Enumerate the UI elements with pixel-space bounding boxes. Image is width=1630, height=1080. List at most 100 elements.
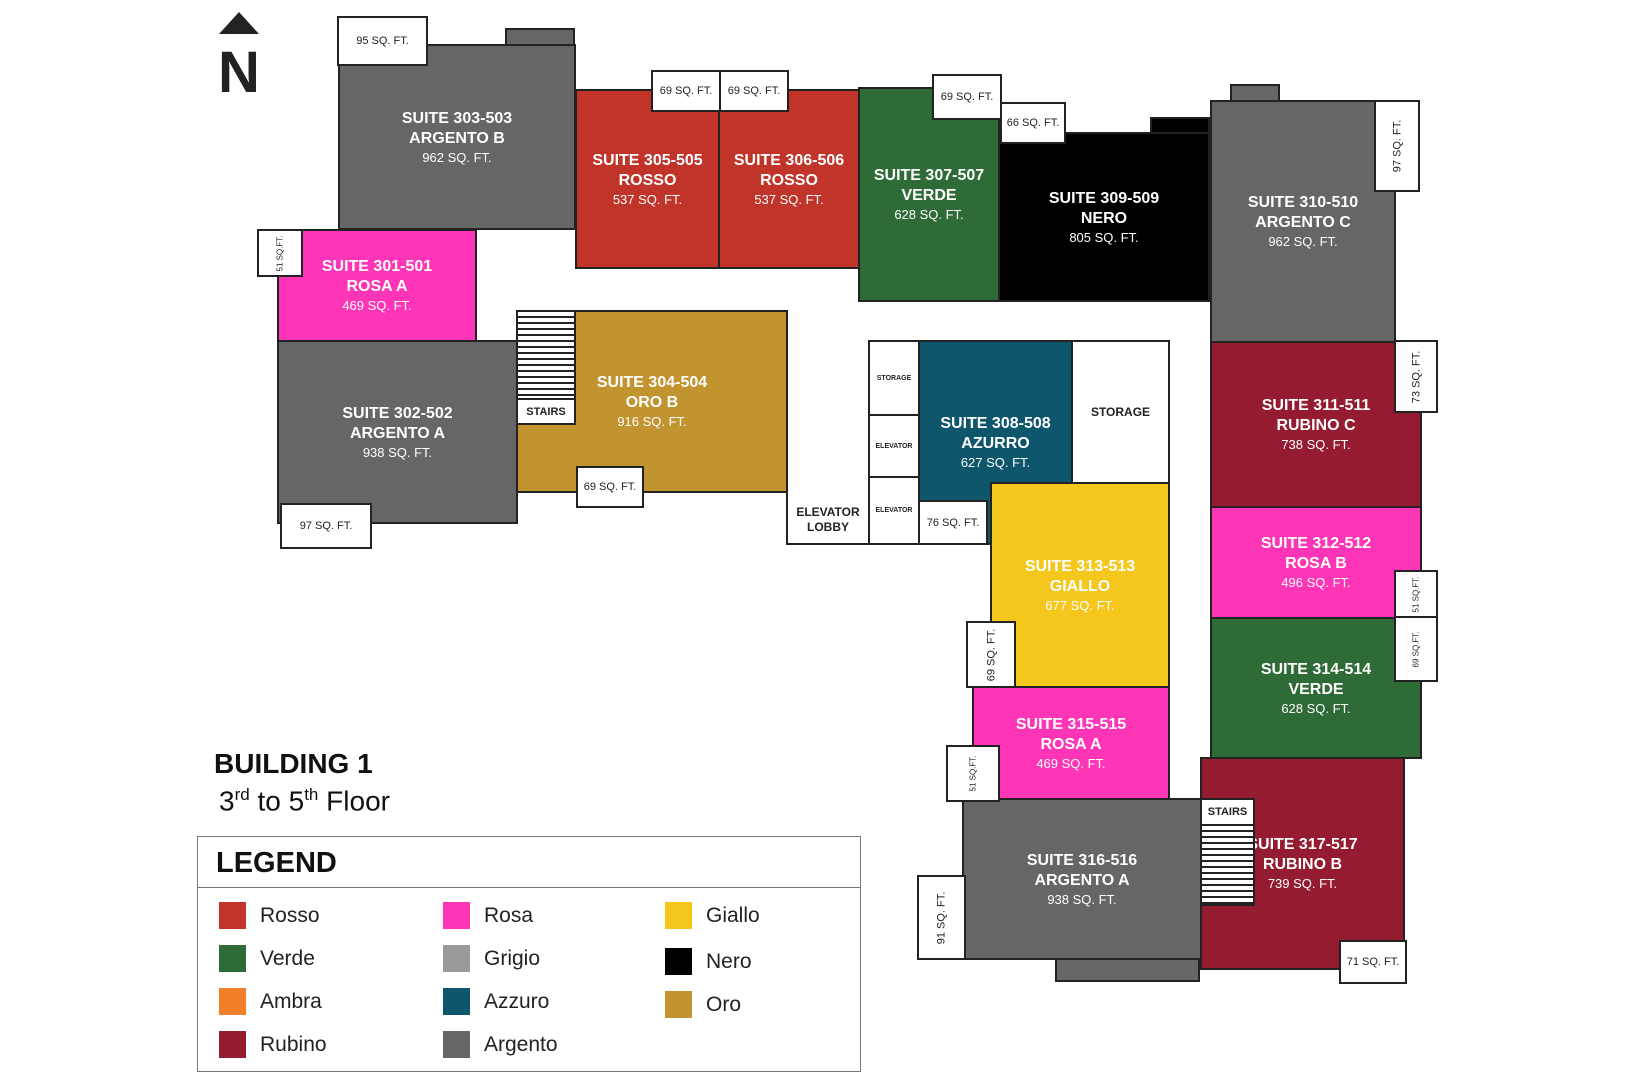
suite-316[interactable]: SUITE 316-516 ARGENTO A 938 SQ. FT. bbox=[962, 798, 1202, 960]
building-title: BUILDING 1 bbox=[214, 748, 373, 779]
legend-item-verde: Verde bbox=[219, 945, 315, 972]
swatch-icon bbox=[665, 948, 692, 975]
north-label: N bbox=[218, 40, 260, 94]
suite-312[interactable]: SUITE 312-512 ROSA B 496 SQ. FT. bbox=[1210, 506, 1422, 619]
suite-name: VERDE bbox=[1288, 680, 1344, 698]
stairs-west-graphic bbox=[516, 310, 576, 400]
swatch-icon bbox=[443, 945, 470, 972]
suite-area: 537 SQ. FT. bbox=[612, 191, 683, 207]
legend-title: LEGEND bbox=[216, 847, 337, 879]
swatch-icon bbox=[219, 988, 246, 1015]
legend: LEGEND Rosso Verde Ambra Rubino Rosa Gri… bbox=[197, 836, 861, 1072]
room-95: 95 SQ. FT. bbox=[337, 16, 428, 66]
room-69-f: 69 SQ. FT. bbox=[966, 621, 1016, 688]
room-71: 71 SQ. FT. bbox=[1339, 940, 1407, 984]
suite-title: SUITE 308-508 bbox=[940, 415, 1051, 432]
suite-area: 739 SQ. FT. bbox=[1267, 876, 1338, 891]
suite-name: ROSA B bbox=[1285, 555, 1347, 572]
suite-title: SUITE 306-506 bbox=[733, 151, 845, 169]
suite-309[interactable]: SUITE 309-509 NERO 805 SQ. FT. bbox=[998, 132, 1210, 302]
suite-title: SUITE 302-502 bbox=[342, 404, 453, 422]
suite-315[interactable]: SUITE 315-515 ROSA A 469 SQ. FT. bbox=[972, 686, 1170, 800]
suite-area: 938 SQ. FT. bbox=[1047, 891, 1117, 907]
swatch-icon bbox=[219, 945, 246, 972]
room-51-c: 51 SQ.FT. bbox=[946, 745, 1000, 802]
suite-301[interactable]: SUITE 301-501 ROSA A 469 SQ. FT. bbox=[277, 229, 477, 342]
storage-large: STORAGE bbox=[1071, 340, 1170, 484]
suite-name: ARGENTO A bbox=[1034, 871, 1130, 889]
legend-item-azzuro: Azzuro bbox=[443, 988, 549, 1015]
room-69-e: 69 SQ.FT. bbox=[1394, 616, 1438, 682]
suite-title: SUITE 316-516 bbox=[1026, 851, 1138, 869]
suite-309-notch bbox=[1150, 117, 1210, 133]
suite-name: ARGENTO C bbox=[1255, 214, 1351, 231]
elevator-1: ELEVATOR bbox=[868, 414, 920, 478]
room-91: 91 SQ. FT. bbox=[917, 875, 966, 960]
room-69-d: 69 SQ. FT. bbox=[576, 466, 644, 508]
suite-area: 962 SQ. FT. bbox=[1268, 234, 1338, 249]
suite-311[interactable]: SUITE 311-511 RUBINO C 738 SQ. FT. bbox=[1210, 341, 1422, 508]
elevator-lobby-label: ELEVATOR LOBBY bbox=[796, 505, 860, 534]
legend-item-rubino: Rubino bbox=[219, 1031, 327, 1058]
suite-area: 628 SQ. FT. bbox=[1281, 700, 1351, 716]
suite-title: SUITE 304-504 bbox=[596, 374, 708, 391]
suite-area: 916 SQ. FT. bbox=[617, 414, 687, 429]
legend-item-rosa: Rosa bbox=[443, 902, 533, 929]
suite-name: VERDE bbox=[901, 187, 957, 204]
suite-310[interactable]: SUITE 310-510 ARGENTO C 962 SQ. FT. bbox=[1210, 100, 1396, 343]
suite-area: 469 SQ. FT. bbox=[1036, 755, 1106, 771]
suite-name: NERO bbox=[1080, 209, 1128, 227]
suite-area: 537 SQ. FT. bbox=[754, 191, 824, 207]
elevator-lobby bbox=[786, 491, 870, 545]
suite-title: SUITE 311-511 bbox=[1261, 397, 1371, 414]
suite-title: SUITE 303-503 bbox=[401, 109, 513, 127]
suite-name: ORO B bbox=[625, 394, 679, 411]
room-51-a: 51 SQ.FT. bbox=[257, 229, 303, 277]
suite-area: 962 SQ. FT. bbox=[422, 149, 492, 165]
elevator-2: ELEVATOR bbox=[868, 476, 920, 545]
suite-area: 627 SQ. FT. bbox=[960, 455, 1031, 470]
suite-305[interactable]: SUITE 305-505 ROSSO 537 SQ. FT. bbox=[575, 89, 720, 269]
suite-name: ROSA A bbox=[1040, 735, 1102, 753]
floor-range: 3rd to 5th Floor bbox=[219, 785, 390, 817]
suite-name: ROSSO bbox=[618, 171, 677, 189]
suite-name: ARGENTO B bbox=[409, 129, 505, 147]
suite-title: SUITE 312-512 bbox=[1260, 535, 1372, 552]
suite-302[interactable]: SUITE 302-502 ARGENTO A 938 SQ. FT. bbox=[277, 340, 518, 524]
room-69-b: 69 SQ. FT. bbox=[719, 70, 789, 112]
stairs-west-label: STAIRS bbox=[516, 398, 576, 425]
suite-area: 938 SQ. FT. bbox=[362, 444, 433, 460]
swatch-icon bbox=[665, 902, 692, 929]
suite-name: ARGENTO A bbox=[349, 424, 446, 442]
suite-name: ROSSO bbox=[760, 171, 818, 189]
suite-313[interactable]: SUITE 313-513 GIALLO 677 SQ. FT. bbox=[990, 482, 1170, 688]
suite-area: 496 SQ. FT. bbox=[1281, 575, 1351, 590]
suite-area: 469 SQ. FT. bbox=[342, 298, 412, 313]
north-arrow: N bbox=[217, 12, 261, 105]
suite-306[interactable]: SUITE 306-506 ROSSO 537 SQ. FT. bbox=[718, 89, 860, 269]
swatch-icon bbox=[219, 1031, 246, 1058]
suite-title: SUITE 313-513 bbox=[1024, 557, 1136, 575]
room-97-east: 97 SQ. FT. bbox=[1374, 100, 1420, 192]
room-76: 76 SQ. FT. bbox=[918, 500, 988, 545]
suite-title: SUITE 305-505 bbox=[592, 151, 703, 169]
legend-item-grigio: Grigio bbox=[443, 945, 540, 972]
suite-314[interactable]: SUITE 314-514 VERDE 628 SQ. FT. bbox=[1210, 617, 1422, 759]
legend-item-rosso: Rosso bbox=[219, 902, 320, 929]
north-arrow-icon bbox=[219, 12, 259, 34]
suite-name: RUBINO C bbox=[1276, 417, 1356, 434]
stairs-east-graphic bbox=[1200, 824, 1255, 906]
suite-303[interactable]: SUITE 303-503 ARGENTO B 962 SQ. FT. bbox=[338, 44, 576, 230]
swatch-icon bbox=[443, 902, 470, 929]
suite-area: 738 SQ. FT. bbox=[1281, 437, 1351, 452]
suite-name: RUBINO B bbox=[1262, 856, 1343, 873]
swatch-icon bbox=[443, 988, 470, 1015]
legend-item-oro: Oro bbox=[665, 991, 741, 1018]
suite-title: SUITE 317-517 bbox=[1247, 836, 1358, 853]
suite-title: SUITE 315-515 bbox=[1015, 715, 1127, 733]
swatch-icon bbox=[219, 902, 246, 929]
storage-small: STORAGE bbox=[868, 340, 920, 416]
room-51-b: 51 SQ.FT. bbox=[1394, 570, 1438, 618]
legend-item-argento: Argento bbox=[443, 1031, 558, 1058]
